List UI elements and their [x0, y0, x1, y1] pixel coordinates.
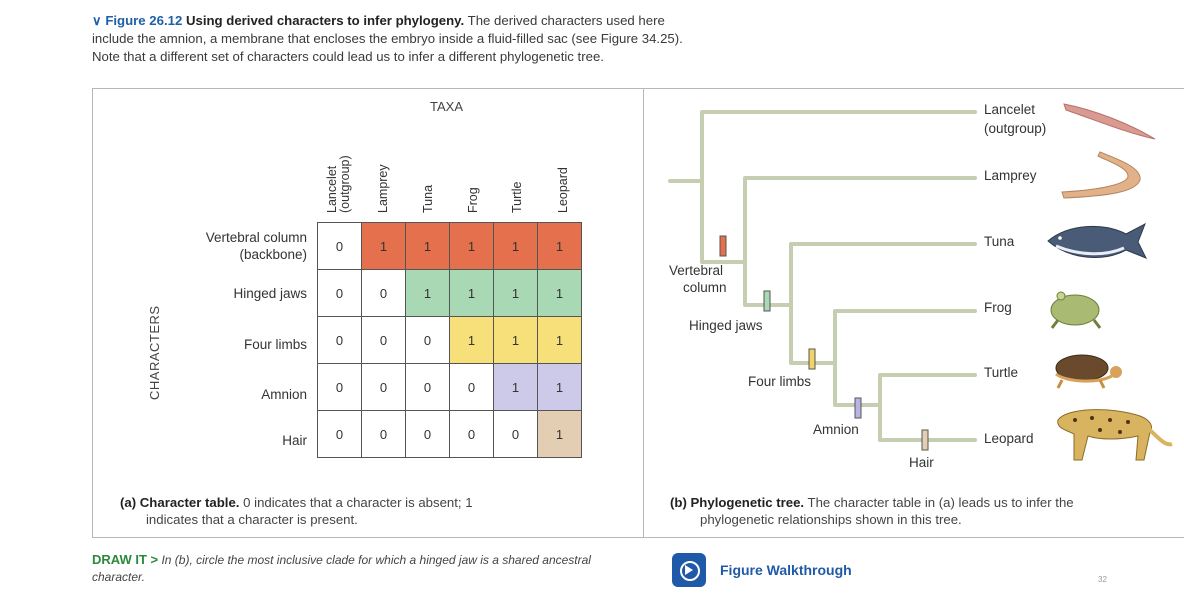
row-label-hinged-jaws: Hinged jaws	[233, 286, 307, 301]
char-label-hair: Hair	[909, 455, 934, 470]
tip-label-tuna: Tuna	[984, 234, 1015, 249]
branch-tetrapod-clade	[789, 303, 837, 365]
figure-intro-line-3: Note that a different set of characters …	[92, 49, 604, 64]
table-cell: 0	[317, 269, 362, 317]
branch-amniote-clade	[833, 361, 882, 407]
char-label-vertebral: Vertebral	[669, 263, 723, 278]
figure-frame	[92, 88, 1184, 538]
tuna-illustration	[1047, 222, 1148, 259]
table-cell: 1	[493, 363, 538, 411]
table-cell: 1	[537, 222, 582, 270]
char-label-four-limbs: Four limbs	[748, 374, 811, 389]
table-cell: 1	[537, 363, 582, 411]
draw-it-prompt: DRAW IT > In (b), circle the most inclus…	[92, 551, 632, 586]
figure-number: Figure 26.12	[105, 13, 183, 28]
leopard-illustration	[1057, 409, 1173, 461]
table-cell: 1	[537, 269, 582, 317]
branch-frog	[833, 309, 977, 365]
branch-mammal	[878, 403, 977, 442]
branch-lamprey	[743, 176, 977, 264]
play-icon[interactable]	[672, 553, 706, 587]
figure-intro-line-2: include the amnion, a membrane that encl…	[92, 31, 683, 46]
chevron-down-icon[interactable]: ∨	[92, 13, 102, 28]
table-cell: 0	[317, 316, 362, 364]
figure-title-line: ∨ Figure 26.12 Using derived characters …	[92, 12, 1092, 30]
tip-label-turtle: Turtle	[984, 365, 1018, 380]
tip-label-lancelet: Lancelet	[984, 102, 1035, 117]
row-label-amnion: Amnion	[261, 387, 307, 402]
char-label-amnion: Amnion	[813, 422, 859, 437]
char-label-column: column	[683, 280, 727, 295]
char-mark-amnion	[854, 397, 862, 419]
tip-label-frog: Frog	[984, 300, 1012, 315]
table-cell: 1	[493, 316, 538, 364]
table-cell: 0	[493, 410, 538, 458]
table-caption: (a) Character table. 0 indicates that a …	[120, 495, 473, 527]
table-cell: 1	[449, 222, 494, 270]
table-cell: 1	[493, 269, 538, 317]
row-label-vertebral-column: Vertebral column (backbone)	[205, 230, 307, 262]
table-cell: 0	[361, 316, 406, 364]
branch-gnathostome-clade	[743, 260, 793, 307]
branch-vertebrate-clade	[700, 179, 747, 264]
figure-header: ∨ Figure 26.12 Using derived characters …	[92, 12, 1092, 66]
char-mark-hair	[921, 429, 929, 451]
draw-it-text: In (b), circle the most inclusive clade …	[92, 553, 591, 584]
char-mark-hinged-jaws	[763, 290, 771, 312]
row-label-four-limbs: Four limbs	[243, 337, 307, 352]
tree-caption: (b) Phylogenetic tree. The character tab…	[670, 495, 1074, 527]
char-label-hinged-jaws: Hinged jaws	[689, 318, 763, 333]
figure-title: Using derived characters to infer phylog…	[185, 13, 465, 28]
tip-label-leopard: Leopard	[984, 431, 1034, 446]
panel-divider	[643, 88, 644, 538]
table-cell: 1	[449, 269, 494, 317]
table-cell: 1	[493, 222, 538, 270]
turtle-illustration	[1055, 354, 1122, 389]
tree-branches	[668, 110, 977, 442]
draw-it-label: DRAW IT >	[92, 552, 159, 567]
figure-intro: The derived characters used here	[467, 13, 665, 28]
table-cell: 1	[537, 410, 582, 458]
lancelet-illustration	[1063, 103, 1156, 140]
char-mark-vertebral-column	[719, 235, 727, 257]
branch-turtle	[878, 373, 977, 407]
tip-label-outgroup: (outgroup)	[984, 121, 1046, 136]
page-number: 32	[1098, 575, 1107, 584]
table-cell: 1	[405, 269, 450, 317]
frog-illustration	[1050, 291, 1102, 329]
table-cell: 0	[405, 316, 450, 364]
lamprey-illustration	[1061, 151, 1141, 199]
branch-lancelet	[700, 110, 977, 183]
table-cell: 0	[317, 222, 362, 270]
row-label-hair: Hair	[282, 433, 307, 448]
branch-tuna	[789, 242, 977, 307]
table-cell: 0	[361, 410, 406, 458]
taxa-axis-label: TAXA	[430, 99, 463, 114]
tip-label-lamprey: Lamprey	[984, 168, 1037, 183]
table-cell: 0	[317, 410, 362, 458]
char-mark-four-limbs	[808, 348, 816, 370]
figure-walkthrough-link[interactable]: Figure Walkthrough	[720, 562, 852, 578]
